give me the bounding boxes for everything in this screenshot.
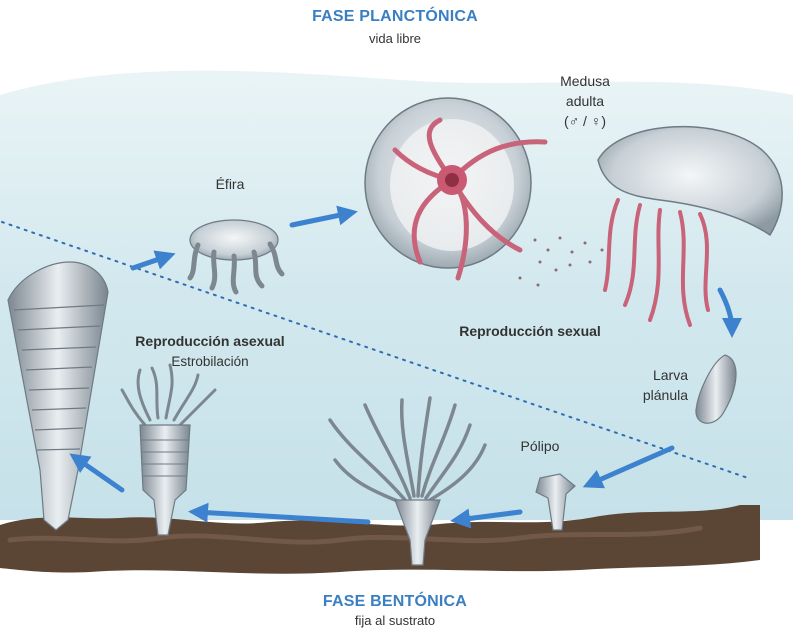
planktonic-phase-subtitle: vida libre — [368, 31, 422, 46]
sexual-reproduction-label: Reproducción sexual — [459, 323, 601, 339]
planktonic-phase-title: FASE PLANCTÓNICA — [312, 8, 478, 25]
strobilating-polyp — [120, 363, 217, 536]
planula-larva-label-line1: Larva — [652, 367, 688, 383]
ephyra-label: Éfira — [215, 176, 245, 192]
arrow-adult-to-larva — [717, 287, 742, 338]
planula-larva — [695, 354, 737, 424]
adult-medusa-top-view — [364, 97, 548, 281]
arrow-ephyra-to-adult — [289, 205, 358, 228]
adult-medusa-label-line1: Medusa — [560, 73, 610, 89]
asexual-reproduction-label: Reproducción asexual — [135, 333, 285, 349]
benthic-phase-title: FASE BENTÓNICA — [322, 593, 468, 610]
strobilation-label: Estrobilación — [171, 354, 249, 369]
arrow-strobilating-to-strobila — [69, 453, 125, 493]
arrow-strobila-to-ephyra — [130, 250, 176, 271]
small-polyp — [535, 473, 576, 531]
mature-polyp — [328, 396, 487, 566]
adult-medusa-side-view — [597, 125, 783, 327]
polyp-label: Pólipo — [520, 438, 560, 454]
arrow-larva-to-polyp — [582, 445, 675, 489]
ephyra-figure — [187, 219, 285, 295]
benthic-phase-subtitle: fija al sustrato — [354, 613, 436, 628]
cycle-arrows — [69, 205, 742, 529]
phase-boundary-line — [1, 221, 749, 479]
gametes-dots — [518, 236, 604, 287]
seabed-texture — [7, 525, 703, 545]
arrow-mature-to-strobilating — [188, 502, 371, 525]
planula-larva-label-line2: plánula — [642, 387, 688, 403]
strobila-column — [7, 261, 109, 531]
adult-medusa-label-line2: adulta — [565, 93, 605, 109]
adult-medusa-label-line3: (♂ / ♀) — [564, 113, 606, 129]
arrow-polyp-to-mature — [450, 508, 523, 529]
